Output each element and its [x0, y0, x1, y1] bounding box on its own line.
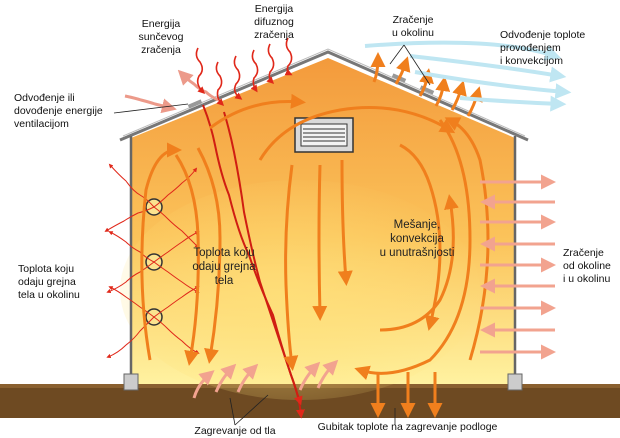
label-conduction-out: Odvođenje toplote provođenjem i konvekci…	[500, 29, 586, 67]
convection-arrows	[140, 93, 490, 380]
label-heat-bodies-out: Toplota koju odaju grejna tela u okolinu	[18, 263, 80, 301]
leader-lines	[113, 44, 431, 426]
label-radiation-environment: Zračenje od okoline i u okolinu	[563, 247, 611, 285]
label-ground-heating: Zagrevanje od tla	[194, 425, 276, 437]
interior-glow	[120, 180, 480, 400]
left-footing	[123, 373, 139, 391]
label-mixing-convection: Mešanje, konvekcija u unutrašnjosti	[379, 219, 455, 259]
roof-outline	[119, 50, 529, 142]
sun-ray-interior	[202, 104, 305, 419]
ground-loss-arrows	[370, 372, 443, 418]
roof-vent-left	[187, 99, 203, 109]
label-solar-energy: Energija sunčevog zračenja	[138, 18, 184, 56]
label-heat-from-bodies: Toplota koju odaju grejna tela	[192, 247, 256, 287]
label-ground-loss: Gubitak toplote na zagrevanje podloge	[317, 421, 498, 433]
heating-body-radiation	[104, 163, 200, 359]
ground-heating-arrows	[192, 359, 339, 399]
label-radiation-out: Zračenje u okolinu	[391, 14, 435, 39]
label-ventilation: Odvođenje ili dovođenje energije ventila…	[14, 92, 103, 130]
right-radiation-arrows	[480, 174, 556, 360]
right-footing	[507, 373, 523, 391]
conduction-out-arrows	[364, 40, 572, 112]
heater-unit	[294, 117, 354, 153]
diffuse-radiation-arrows	[195, 37, 293, 107]
label-diffuse-energy: Energija difuznog zračenja	[254, 3, 294, 41]
